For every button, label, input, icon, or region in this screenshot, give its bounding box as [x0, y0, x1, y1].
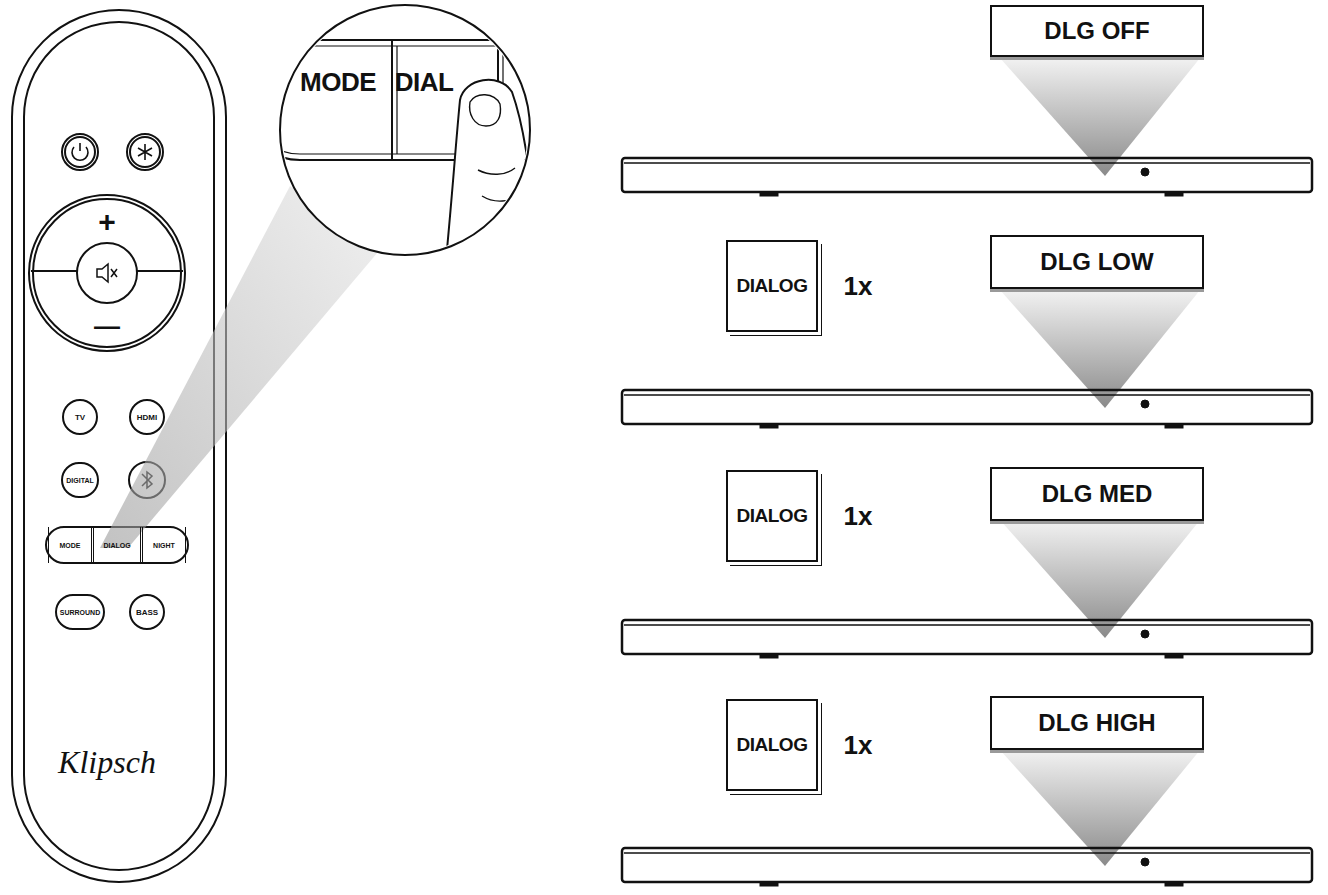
display-callout: DLG MED [990, 467, 1204, 521]
button-text: TV [75, 413, 85, 422]
button-text: DIGITAL [66, 477, 93, 484]
zoom-beam [100, 186, 378, 548]
button-text: DIALOG [737, 275, 808, 297]
button-text: NIGHT [153, 542, 175, 549]
volume-sign: + [98, 205, 116, 239]
button-text: DLG MED [1042, 480, 1153, 508]
button-text: DIAL [395, 67, 454, 98]
display-callout: DLG LOW [990, 235, 1204, 289]
zoomed-button: MODE [293, 64, 383, 101]
dialog-key: DIALOG [726, 470, 818, 562]
bass-button: BASS [129, 594, 165, 630]
source-button: HDMI [129, 399, 165, 435]
display-callout: DLG HIGH [990, 696, 1204, 750]
night-button: NIGHT [142, 527, 186, 563]
source-button: TV [62, 399, 98, 435]
surround-button: SURROUND [55, 594, 105, 630]
button-text: SURROUND [60, 609, 100, 616]
button-text: BASS [136, 608, 158, 617]
volume-sign: — [94, 311, 120, 342]
button-text: DIALOG [103, 542, 130, 549]
brand-logo: Klipsch [58, 744, 156, 781]
magnifier [240, 5, 560, 270]
source-button: DIGITAL [61, 462, 98, 498]
button-text: MODE [300, 67, 376, 98]
press-count: 1x [844, 271, 873, 302]
button-text: DLG HIGH [1038, 709, 1155, 737]
dialog-key: DIALOG [726, 240, 818, 332]
button-text: DLG LOW [1040, 248, 1153, 276]
button-text: DIALOG [737, 734, 808, 756]
mode-button: MODE [48, 527, 92, 563]
press-count: 1x [844, 730, 873, 761]
button-text: HDMI [137, 413, 157, 422]
dialog-button: DIALOG [93, 527, 141, 563]
button-text: DIALOG [737, 505, 808, 527]
soundbars [622, 158, 1312, 886]
button-text: DLG OFF [1044, 17, 1149, 45]
zoomed-button: DIAL [388, 64, 461, 101]
dialog-key: DIALOG [726, 699, 818, 791]
press-count: 1x [844, 501, 873, 532]
button-text: MODE [60, 542, 81, 549]
display-callout: DLG OFF [990, 5, 1204, 57]
